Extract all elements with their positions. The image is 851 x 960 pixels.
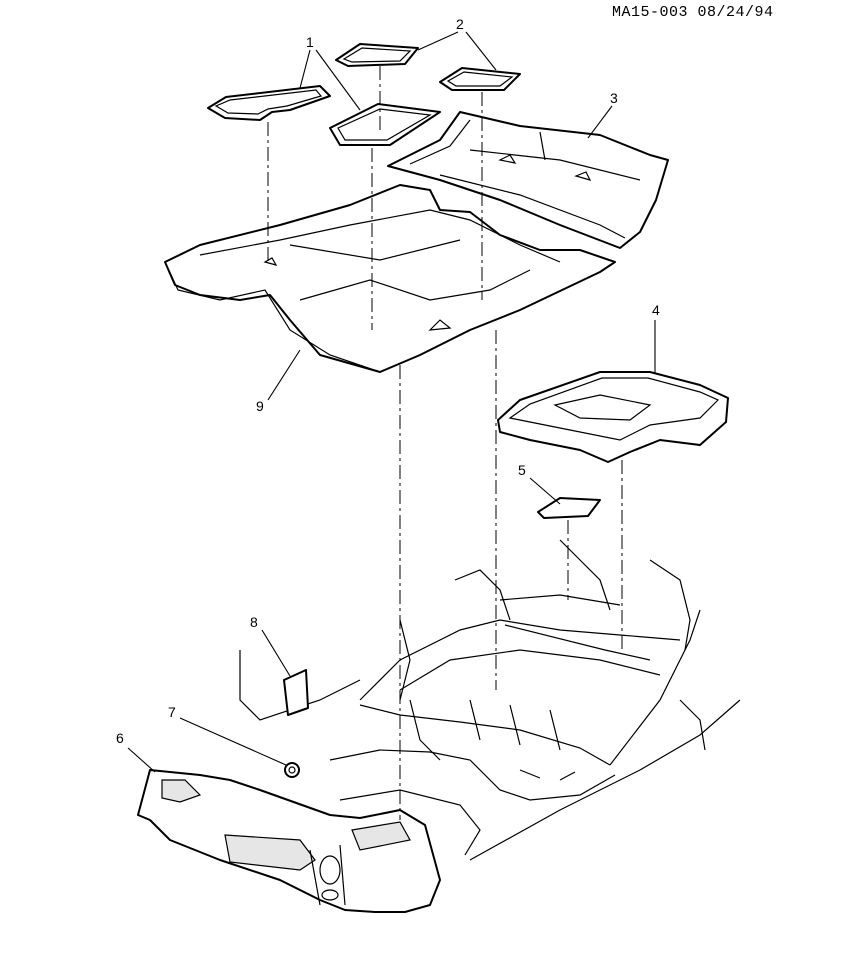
part-4-cargo-tray [497,371,729,463]
callout-6: 6 [116,730,124,746]
part-2-rear-mat-left [335,43,419,67]
part-5-pad [537,497,601,519]
part-8-kick-panel [283,669,309,716]
part-7-fastener [284,762,300,778]
leader-lines [127,31,656,773]
part-1-front-mat-right [329,103,441,146]
callout-3: 3 [610,90,618,106]
callout-7: 7 [168,704,176,720]
part-2-rear-mat-right [439,67,521,91]
part-9-floor-carpet [164,184,616,373]
part-3-rear-carpet [387,111,669,249]
callout-1: 1 [306,34,314,50]
vehicle-floor-pan [239,539,741,861]
reference-code: MA15-003 08/24/94 [612,4,774,21]
projection-lines [267,66,623,820]
callout-2: 2 [456,16,464,32]
callout-4: 4 [652,302,660,318]
callout-8: 8 [250,614,258,630]
part-6-dash-insulator [137,769,441,913]
part-1-front-mat-left [207,85,331,121]
callout-9: 9 [256,398,264,414]
callout-5: 5 [518,462,526,478]
